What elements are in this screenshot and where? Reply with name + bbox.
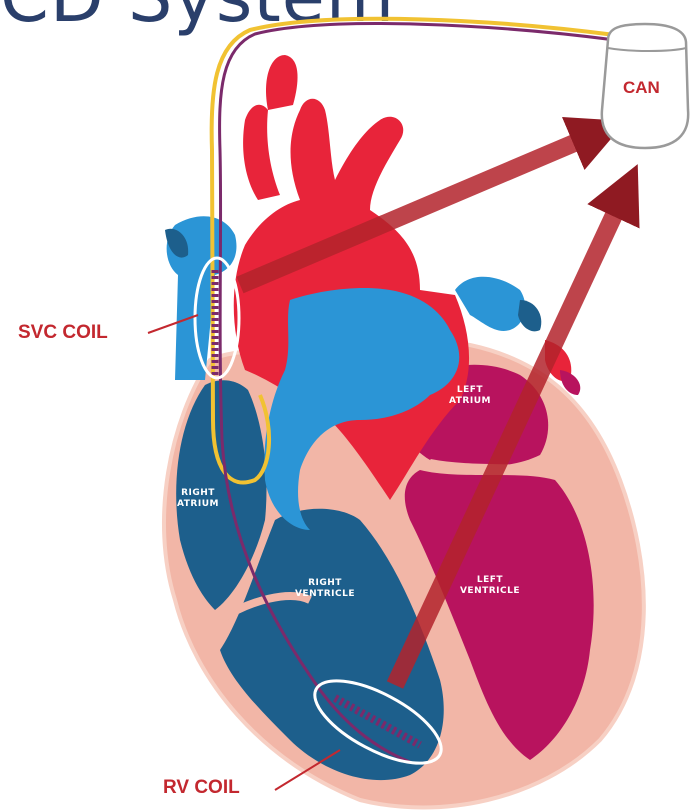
can-label: CAN	[623, 78, 660, 98]
svc-coil-label: SVC COIL	[18, 322, 108, 344]
rv-coil-label: RV COIL	[163, 777, 240, 799]
